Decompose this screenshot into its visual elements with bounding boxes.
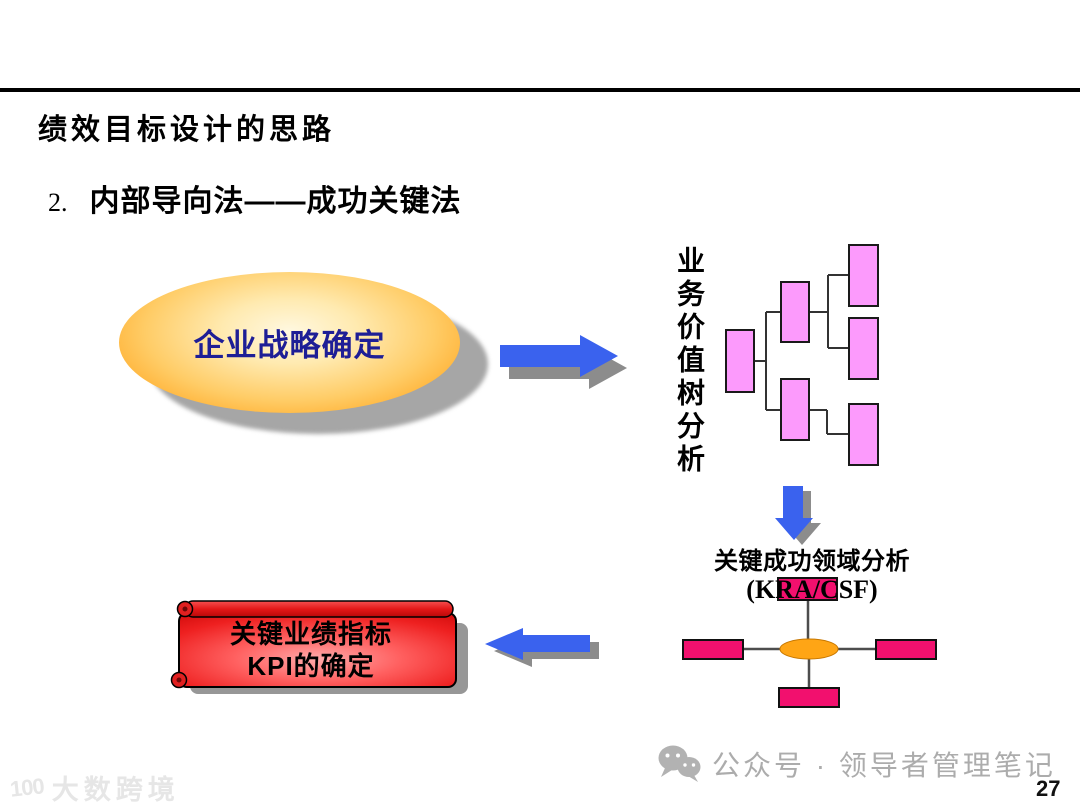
tree-branch-node-top	[780, 281, 810, 343]
tree-root-node	[725, 329, 755, 393]
strategy-label: 企业战略确定	[193, 328, 386, 363]
kpi-label-line1: 关键业绩指标	[229, 619, 392, 649]
watermark-logo: 100	[8, 772, 45, 802]
csf-star-diagram	[682, 577, 937, 708]
kpi-banner-top-roll	[184, 600, 454, 618]
kra-caption: 关键成功领域分析 (KRA/CSF)	[692, 548, 932, 604]
kpi-banner-top-curl-center	[182, 606, 188, 612]
tree-leaf-node-1	[848, 244, 879, 307]
item-heading: 2. 内部导向法——成功关键法	[48, 176, 462, 220]
csf-node-right	[875, 639, 937, 660]
wechat-account-label: 公众号 · 领导者管理笔记	[712, 750, 1056, 781]
wechat-icon	[658, 745, 701, 782]
arrow-left-icon	[485, 628, 599, 667]
kra-acronym-label: (KRA/CSF)	[746, 575, 878, 604]
csf-node-left	[682, 639, 744, 660]
page-title: 绩效目标设计的思路	[38, 114, 336, 146]
tree-branch-node-bottom	[780, 378, 810, 441]
item-number: 2.	[48, 188, 68, 217]
arrow-right-icon	[500, 335, 627, 389]
item-title: 内部导向法——成功关键法	[89, 185, 462, 218]
kpi-banner	[170, 600, 468, 694]
star-connectors	[743, 600, 876, 688]
kpi-label-line2: KPI的确定	[247, 651, 375, 681]
wechat-footer: 公众号 · 领导者管理笔记	[656, 744, 1056, 784]
header-divider	[0, 88, 1080, 92]
kpi-caption: 关键业绩指标 KPI的确定	[180, 618, 442, 682]
csf-node-bottom	[778, 687, 840, 708]
tree-leaf-node-3	[848, 403, 879, 466]
kpi-banner-bottom-curl-center	[176, 677, 182, 683]
csf-center-ellipse	[779, 638, 839, 660]
arrow-down-body	[775, 486, 813, 540]
watermark: 100 大数跨境	[8, 768, 180, 807]
arrow-down-icon	[775, 486, 821, 545]
tree-leaf-node-2	[848, 317, 879, 380]
page-number: 27	[1036, 776, 1061, 801]
tree-connectors	[754, 274, 849, 435]
value-tree-label: 业务价值树分析	[674, 246, 705, 477]
watermark-text: 大数跨境	[51, 775, 180, 805]
strategy-ellipse: 企业战略确定	[119, 272, 460, 413]
kra-analysis-label: 关键成功领域分析	[714, 548, 910, 575]
csf-node-top	[777, 577, 838, 601]
value-tree-diagram	[725, 244, 879, 466]
arrow-left-body	[485, 628, 590, 660]
arrow-right-body	[500, 335, 618, 377]
